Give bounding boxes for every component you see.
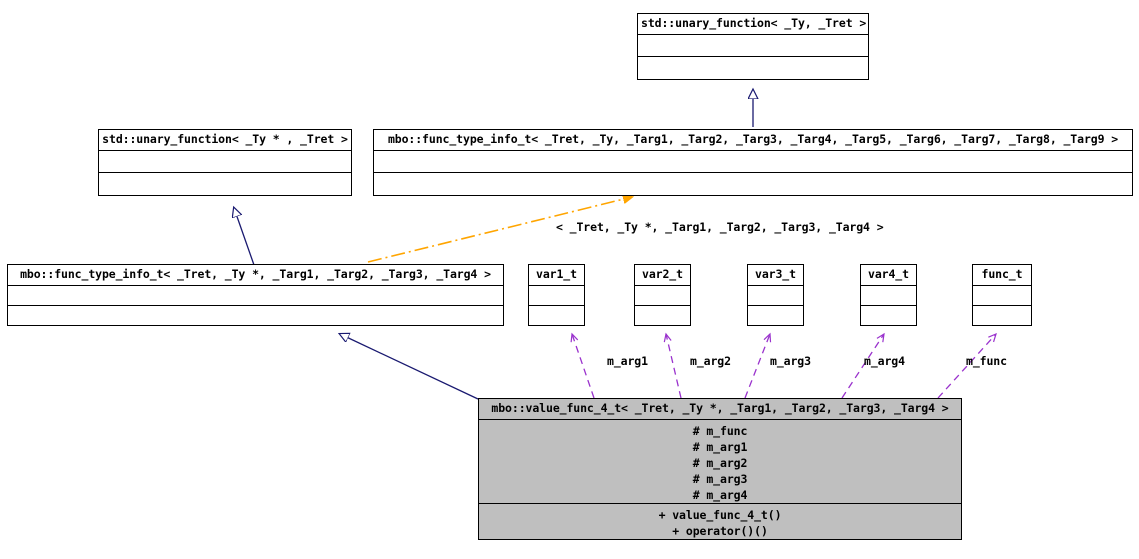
node-mbo-value-func-4-t[interactable]: mbo::value_func_4_t< _Tret, _Ty *, _Targ… bbox=[478, 398, 962, 540]
node-title: var3_t bbox=[748, 265, 803, 286]
node-mbo-func-type-info-t-4[interactable]: mbo::func_type_info_t< _Tret, _Ty *, _Ta… bbox=[7, 264, 504, 326]
node-title: var1_t bbox=[529, 265, 584, 286]
node-std-unary-function-typtr-tret[interactable]: std::unary_function< _Ty * , _Tret > bbox=[98, 129, 352, 196]
node-attributes bbox=[635, 286, 690, 306]
node-operations bbox=[8, 306, 503, 325]
node-var2-t[interactable]: var2_t bbox=[634, 264, 691, 326]
node-attributes bbox=[529, 286, 584, 306]
node-title: var2_t bbox=[635, 265, 690, 286]
node-operations bbox=[861, 306, 916, 325]
attribute-row: # m_arg1 bbox=[692, 439, 748, 454]
edge-label-m-func: m_func bbox=[966, 354, 1007, 368]
edge-label-template-binding: < _Tret, _Ty *, _Targ1, _Targ2, _Targ3, … bbox=[556, 220, 884, 234]
node-operations bbox=[99, 173, 351, 195]
edge-label-m-arg3: m_arg3 bbox=[770, 354, 811, 368]
edge-inherit-functypeinfo4-to-unaryfunctionptr bbox=[234, 208, 255, 266]
node-attributes: # m_func # m_arg1 # m_arg2 # m_arg3 # m_… bbox=[479, 420, 961, 504]
node-func-t[interactable]: func_t bbox=[972, 264, 1032, 326]
node-var4-t[interactable]: var4_t bbox=[860, 264, 917, 326]
attribute-row: # m_arg4 bbox=[692, 487, 748, 502]
node-attributes bbox=[638, 35, 868, 58]
attribute-row: # m_func bbox=[692, 423, 748, 438]
node-mbo-func-type-info-t-full[interactable]: mbo::func_type_info_t< _Tret, _Ty, _Targ… bbox=[373, 129, 1133, 196]
node-title: mbo::func_type_info_t< _Tret, _Ty, _Targ… bbox=[374, 130, 1132, 151]
node-operations: + value_func_4_t() + operator()() bbox=[479, 504, 961, 542]
node-operations bbox=[638, 57, 868, 79]
operation-row: + operator()() bbox=[672, 523, 768, 538]
node-attributes bbox=[861, 286, 916, 306]
edge-label-m-arg2: m_arg2 bbox=[690, 354, 731, 368]
node-attributes bbox=[748, 286, 803, 306]
node-operations bbox=[529, 306, 584, 325]
node-operations bbox=[973, 306, 1031, 325]
edge-usage-m_arg1 bbox=[572, 334, 595, 399]
node-attributes bbox=[8, 286, 503, 306]
node-title: func_t bbox=[973, 265, 1031, 286]
edge-label-m-arg4: m_arg4 bbox=[864, 354, 905, 368]
node-var3-t[interactable]: var3_t bbox=[747, 264, 804, 326]
node-attributes bbox=[973, 286, 1031, 306]
node-std-unary-function-ty-tret[interactable]: std::unary_function< _Ty, _Tret > bbox=[637, 13, 869, 80]
node-title: mbo::func_type_info_t< _Tret, _Ty *, _Ta… bbox=[8, 265, 503, 286]
edge-usage-m_arg3 bbox=[744, 334, 770, 399]
edge-label-m-arg1: m_arg1 bbox=[607, 354, 648, 368]
attribute-row: # m_arg2 bbox=[692, 455, 748, 470]
node-operations bbox=[748, 306, 803, 325]
attribute-row: # m_arg3 bbox=[692, 471, 748, 486]
edge-usage-m_arg2 bbox=[666, 334, 682, 399]
node-attributes bbox=[99, 151, 351, 174]
edge-inherit-valuefunc4-to-functypeinfo4 bbox=[340, 334, 479, 400]
node-title: mbo::value_func_4_t< _Tret, _Ty *, _Targ… bbox=[479, 399, 961, 420]
node-title: std::unary_function< _Ty * , _Tret > bbox=[99, 130, 351, 151]
node-var1-t[interactable]: var1_t bbox=[528, 264, 585, 326]
node-attributes bbox=[374, 151, 1132, 174]
node-title: var4_t bbox=[861, 265, 916, 286]
operation-row: + value_func_4_t() bbox=[658, 507, 782, 522]
node-operations bbox=[635, 306, 690, 325]
node-operations bbox=[374, 173, 1132, 195]
node-title: std::unary_function< _Ty, _Tret > bbox=[638, 14, 868, 35]
